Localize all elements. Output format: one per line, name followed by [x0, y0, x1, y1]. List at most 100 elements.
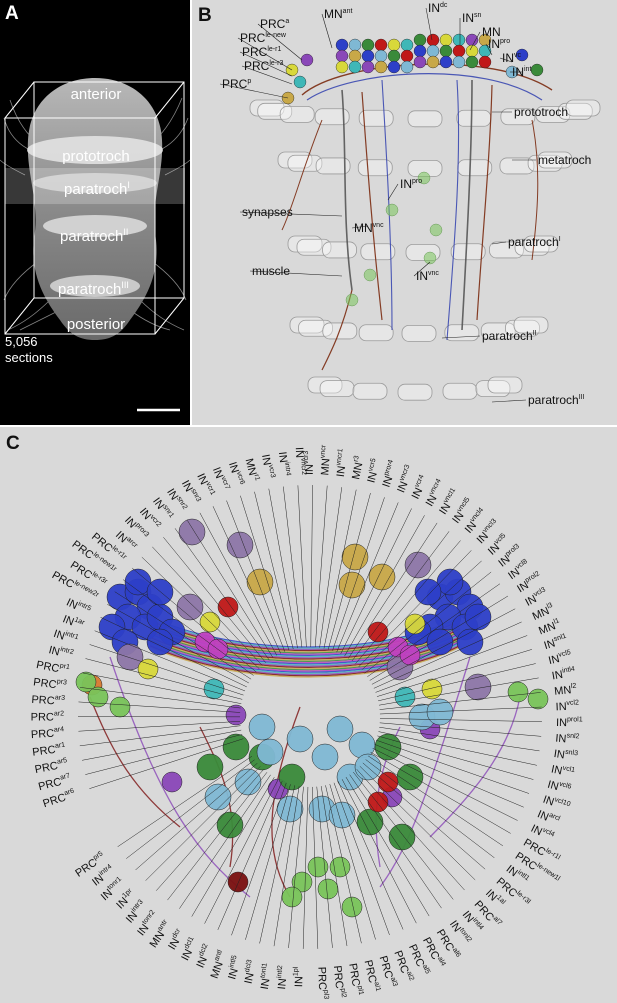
cell-body — [256, 738, 284, 766]
leader-line — [297, 485, 307, 648]
cell-body — [222, 733, 250, 761]
cell-label: PRCpl3 — [315, 967, 329, 1000]
leader-line — [499, 57, 513, 63]
leader-line — [94, 630, 246, 692]
neurite — [341, 89, 353, 291]
cell-body — [326, 715, 354, 743]
cell-label: INpror4 — [380, 459, 401, 489]
descending-neurite — [379, 656, 471, 888]
leader-line — [369, 595, 509, 681]
label-paratroch2: paratrochII — [60, 227, 128, 245]
commissure-neurite — [149, 642, 461, 674]
cell-body — [426, 55, 440, 69]
cell-body — [286, 725, 314, 753]
leader-line — [135, 762, 258, 871]
leader-line — [379, 692, 541, 710]
leader-lines — [77, 485, 542, 949]
troch-cell — [319, 380, 355, 398]
cell-label: INvcl6 — [546, 778, 572, 797]
troch-cell — [352, 382, 388, 400]
leader-line — [485, 43, 493, 56]
cell-body — [439, 33, 453, 47]
leader-line — [107, 604, 249, 684]
cell-label: INintr4 — [276, 451, 292, 477]
label-prototroch: prototroch — [62, 148, 130, 165]
cell-label: INvcl1 — [550, 762, 576, 780]
leader-line — [314, 485, 328, 648]
paratroch3-band — [50, 275, 140, 297]
leader-line — [237, 37, 293, 71]
leader-line — [379, 706, 542, 715]
leader-line — [341, 779, 417, 924]
leader-line — [117, 755, 253, 847]
cell-body — [361, 49, 375, 63]
synapse-cell — [429, 223, 443, 237]
leader-line — [328, 492, 371, 650]
cell-label: PRCal1 — [362, 959, 382, 994]
leader-line — [259, 785, 296, 944]
cell-body — [293, 75, 307, 89]
cell-body — [404, 551, 432, 579]
cell-body — [426, 33, 440, 47]
cell-body — [348, 38, 362, 52]
leader-line — [174, 528, 270, 661]
cell-label: INpro — [488, 37, 510, 51]
cell-body — [439, 44, 453, 58]
leader-line — [375, 739, 530, 794]
leader-line — [374, 743, 524, 808]
cell-body — [356, 808, 384, 836]
cell-body — [374, 60, 388, 74]
troch-cell — [322, 241, 357, 259]
troch-cell — [513, 316, 549, 334]
leader-line — [312, 786, 319, 949]
leader-line — [78, 701, 241, 713]
cell-label: INvncr1 — [334, 448, 351, 478]
leader-line — [212, 506, 281, 654]
cell-label: IN1pr — [114, 887, 139, 912]
leader-line — [361, 560, 482, 671]
leader-line — [370, 751, 511, 834]
cell-label: INdc — [428, 1, 448, 15]
leader-line — [240, 495, 290, 651]
cell-body — [527, 688, 549, 710]
label-anterior: anterior — [71, 86, 122, 103]
troch-cell — [314, 108, 350, 126]
cell-bodies — [281, 33, 544, 307]
leader-line — [122, 579, 254, 676]
cell-body — [246, 568, 274, 596]
cell-label: PRCa — [260, 17, 289, 31]
cell-label: MNvncr — [318, 444, 333, 476]
commissure-neurite — [149, 635, 461, 667]
leader-line — [351, 531, 450, 662]
leader-line — [441, 335, 481, 339]
cell-body — [361, 60, 375, 74]
cell-body — [341, 543, 369, 571]
leader-line — [131, 567, 257, 673]
cell-label: PRCar5 — [34, 757, 69, 776]
cell-body — [146, 628, 174, 656]
leader-line — [337, 781, 404, 930]
cell-body — [146, 578, 174, 606]
neurite — [476, 84, 493, 321]
cell-body — [421, 678, 443, 700]
panel-a: A anterior prototroch paratrochI paratro… — [0, 0, 190, 425]
commissure-neurite — [149, 644, 461, 676]
cell-label: PRCar1 — [32, 742, 67, 759]
cell-label: MNr3 — [349, 455, 366, 481]
neurite — [531, 119, 539, 261]
commissure-neurite — [149, 645, 461, 677]
leader-line — [249, 270, 343, 277]
cell-body — [413, 55, 427, 69]
leader-line — [351, 225, 369, 229]
troch-cell — [487, 376, 523, 394]
panel-a-image: A anterior prototroch paratrochI paratro… — [0, 3, 190, 412]
cell-body — [196, 753, 224, 781]
cell-label: PRCar4 — [31, 726, 65, 741]
cell-body — [464, 673, 492, 701]
cell-label: PRCar3 — [31, 693, 65, 708]
leader-line — [379, 718, 542, 722]
commissure-neurite — [149, 638, 461, 670]
leader-line — [320, 786, 348, 947]
cell-label: IN1ar — [61, 612, 86, 632]
